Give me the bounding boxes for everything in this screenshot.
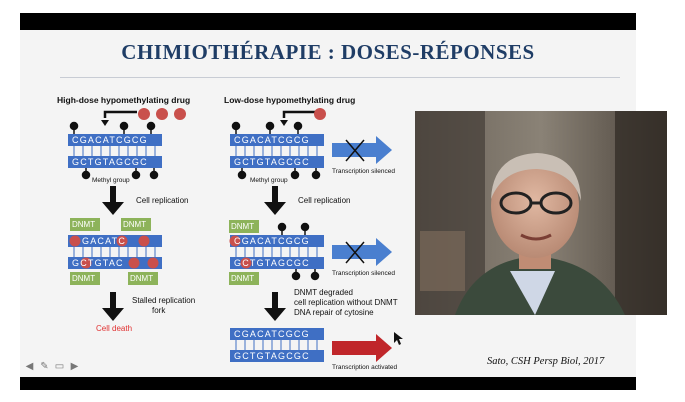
stalled-label: Stalled replication bbox=[132, 296, 196, 305]
down-arrow bbox=[264, 186, 286, 215]
cell-replication-label: Cell replication bbox=[136, 196, 189, 205]
slides-icon[interactable]: ▭ bbox=[54, 361, 65, 372]
dna-strand-top bbox=[68, 134, 162, 146]
dna-strand-bottom bbox=[68, 156, 162, 168]
transcription-silenced-arrow-2 bbox=[332, 238, 392, 266]
video-bottom-bar bbox=[20, 377, 636, 390]
speaker-photo bbox=[415, 111, 667, 315]
dnmt-label: DNMT bbox=[130, 274, 154, 283]
dna-seq-top-low-replicated: CGACATCGCG bbox=[234, 236, 310, 246]
transcription-activated-arrow bbox=[332, 334, 392, 362]
dna-seq-top: CGACATCGCG bbox=[72, 135, 148, 145]
dna-seq-top-low: CGACATCGCG bbox=[234, 135, 310, 145]
dnmt-label: DNMT bbox=[231, 274, 255, 283]
methyl-group-label-low: Methyl group bbox=[250, 177, 288, 184]
transcription-silenced-label-2: Transcription silenced bbox=[332, 270, 395, 277]
dnmt-label: DNMT bbox=[72, 220, 96, 229]
pen-icon[interactable]: ✎ bbox=[40, 361, 49, 372]
transcription-silenced-label: Transcription silenced bbox=[332, 168, 395, 175]
dnmt-label: DNMT bbox=[123, 220, 147, 229]
citation: Sato, CSH Persp Biol, 2017 bbox=[487, 356, 605, 367]
down-arrow bbox=[102, 186, 124, 215]
methyl-groups-bottom bbox=[81, 168, 159, 180]
title-divider bbox=[60, 77, 620, 78]
dnmt-label: DNMT bbox=[231, 222, 255, 231]
methyl-group-label: Methyl group bbox=[92, 177, 130, 184]
dna-seq-bottom: GCTGTAGCGC bbox=[72, 157, 148, 167]
drug-molecule bbox=[314, 108, 326, 120]
video-top-bar bbox=[20, 13, 636, 30]
dna-seq-bottom-low: GCTGTAGCGC bbox=[234, 157, 310, 167]
mechanism-diagram bbox=[68, 108, 403, 362]
dnmt-box bbox=[70, 272, 100, 285]
next-arrow-icon[interactable]: ▶ bbox=[70, 361, 79, 372]
drug-molecules bbox=[138, 108, 186, 120]
prev-arrow-icon[interactable]: ◀ bbox=[25, 361, 34, 372]
down-arrow bbox=[102, 292, 124, 321]
cell-replication-label-low: Cell replication bbox=[298, 196, 351, 205]
transcription-activated-label: Transcription activated bbox=[332, 364, 398, 371]
slide-title: CHIMIOTHÉRAPIE : DOSES-RÉPONSES bbox=[121, 40, 535, 64]
low-dose-header: Low-dose hypomethylating drug bbox=[224, 95, 356, 105]
dnmt-box bbox=[128, 272, 158, 285]
slide-toolbar: ◀ ✎ ▭ ▶ bbox=[24, 361, 80, 372]
webcam-video bbox=[415, 111, 667, 315]
dna-seq-bottom-final: GCTGTAGCGC bbox=[234, 351, 310, 361]
insertion-arrow bbox=[103, 110, 137, 118]
dna-seq-bottom-low-replicated: GCTGTAGCGC bbox=[234, 258, 310, 268]
dnmt-label: DNMT bbox=[72, 274, 96, 283]
methyl-groups bbox=[69, 121, 156, 134]
mouse-cursor bbox=[394, 332, 403, 345]
dnmt-box bbox=[70, 218, 100, 231]
dnmt-box bbox=[121, 218, 151, 231]
transcription-silenced-arrow bbox=[332, 136, 392, 164]
replication-without-dnmt-label: cell replication without DNMT bbox=[294, 298, 398, 307]
cell-death-label: Cell death bbox=[96, 324, 133, 333]
fork-label: fork bbox=[152, 306, 166, 315]
dnmt-degraded-label: DNMT degraded bbox=[294, 288, 353, 297]
dna-seq-bottom-replicated: GCTGTAC bbox=[72, 258, 124, 268]
dna-seq-top-final: CGACATCGCG bbox=[234, 329, 310, 339]
down-arrow bbox=[264, 292, 286, 321]
high-dose-header: High-dose hypomethylating drug bbox=[57, 95, 191, 105]
dna-repair-label: DNA repair of cytosine bbox=[294, 308, 374, 317]
dna-seq-top-replicated: GACATC bbox=[82, 236, 127, 246]
